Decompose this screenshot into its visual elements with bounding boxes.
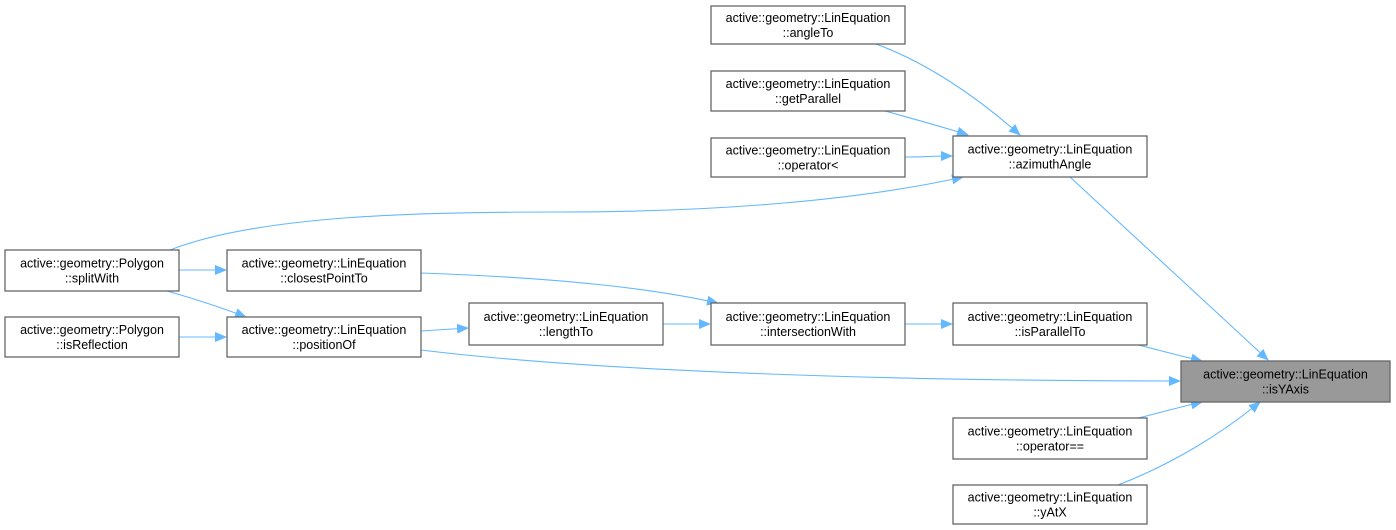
node-label-line1: active::geometry::LinEquation [726,77,891,91]
node-label-line2: ::getParallel [775,92,841,106]
node-isParallelTo[interactable]: active::geometry::LinEquation::isParalle… [952,302,1148,346]
node-box[interactable] [226,249,422,292]
node-box[interactable] [4,316,180,358]
node-box[interactable] [468,302,664,346]
node-intersectionWith[interactable]: active::geometry::LinEquation::intersect… [710,302,906,346]
edge-operatorLt-to-azimuthAngle [904,151,953,162]
node-box[interactable] [952,302,1148,346]
node-label-line2: ::positionOf [292,338,356,352]
node-label-line2: ::intersectionWith [760,325,856,339]
node-lengthTo[interactable]: active::geometry::LinEquation::lengthTo [468,302,664,346]
node-label-line2: ::yAtX [1033,506,1067,520]
node-label-line2: ::operator== [1016,440,1084,454]
node-label-line2: ::isYAxis [1262,383,1309,397]
edge-yAtX-to-isYAxis [1117,401,1261,486]
node-label-line2: ::isReflection [56,338,128,352]
node-label-line1: active::geometry::LinEquation [968,425,1133,439]
node-label-line2: ::isParallelTo [1015,325,1086,339]
node-label-line1: active::geometry::LinEquation [242,257,407,271]
node-label-line1: active::geometry::LinEquation [1203,368,1368,382]
node-label-line2: ::operator< [778,159,839,173]
edge-positionOf-to-isYAxis [420,349,1181,386]
edge-positionOf-to-lengthTo [420,323,469,334]
node-label-line1: active::geometry::LinEquation [726,11,891,25]
node-label-line1: active::geometry::LinEquation [484,310,649,324]
node-label-line1: active::geometry::LinEquation [242,323,407,337]
edge-isParallelTo-to-isYAxis [1137,344,1203,364]
node-angleTo[interactable]: active::geometry::LinEquation::angleTo [710,5,906,45]
node-isYAxis[interactable]: active::geometry::LinEquation::isYAxis [1180,360,1391,403]
node-positionOf[interactable]: active::geometry::LinEquation::positionO… [226,316,422,358]
edge-operatorEq-to-isYAxis [1137,399,1203,419]
edge-splitWith-to-azimuthAngle [169,174,964,251]
node-label-line2: ::angleTo [783,26,834,40]
node-box[interactable] [952,135,1148,178]
node-getParallel[interactable]: active::geometry::LinEquation::getParall… [710,70,906,112]
node-label-line1: active::geometry::LinEquation [726,144,891,158]
node-operatorLt[interactable]: active::geometry::LinEquation::operator< [710,137,906,178]
node-box[interactable] [710,137,906,178]
node-label-line2: ::lengthTo [539,325,593,339]
node-isReflection[interactable]: active::geometry::Polygon::isReflection [4,316,180,358]
node-box[interactable] [952,484,1148,525]
node-box[interactable] [1180,360,1391,403]
node-label-line1: active::geometry::Polygon [20,257,164,271]
node-closestPointTo[interactable]: active::geometry::LinEquation::closestPo… [226,249,422,292]
edge-azimuthAngle-to-isYAxis [1069,176,1269,361]
node-yAtX[interactable]: active::geometry::LinEquation::yAtX [952,484,1148,525]
edge-getParallel-to-azimuthAngle [884,110,969,137]
node-label-line1: active::geometry::LinEquation [968,143,1133,157]
node-label-line1: active::geometry::LinEquation [726,310,891,324]
node-operatorEq[interactable]: active::geometry::LinEquation::operator=… [952,417,1148,460]
edge-closestPointTo-to-intersectionWith [420,272,719,306]
node-box[interactable] [710,302,906,346]
node-label-line2: ::azimuthAngle [1009,158,1092,172]
node-box[interactable] [226,316,422,358]
node-label-line1: active::geometry::LinEquation [968,491,1133,505]
edge-angleTo-to-azimuthAngle [875,43,1021,136]
node-label-line1: active::geometry::Polygon [20,323,164,337]
node-box[interactable] [710,5,906,45]
node-box[interactable] [710,70,906,112]
node-azimuthAngle[interactable]: active::geometry::LinEquation::azimuthAn… [952,135,1148,178]
node-label-line2: ::closestPointTo [280,272,368,286]
node-label-line2: ::splitWith [65,272,119,286]
node-box[interactable] [952,417,1148,460]
node-splitWith[interactable]: active::geometry::Polygon::splitWith [4,249,180,292]
edge-splitWith-to-positionOf [166,290,247,318]
node-box[interactable] [4,249,180,292]
node-label-line1: active::geometry::LinEquation [968,310,1133,324]
